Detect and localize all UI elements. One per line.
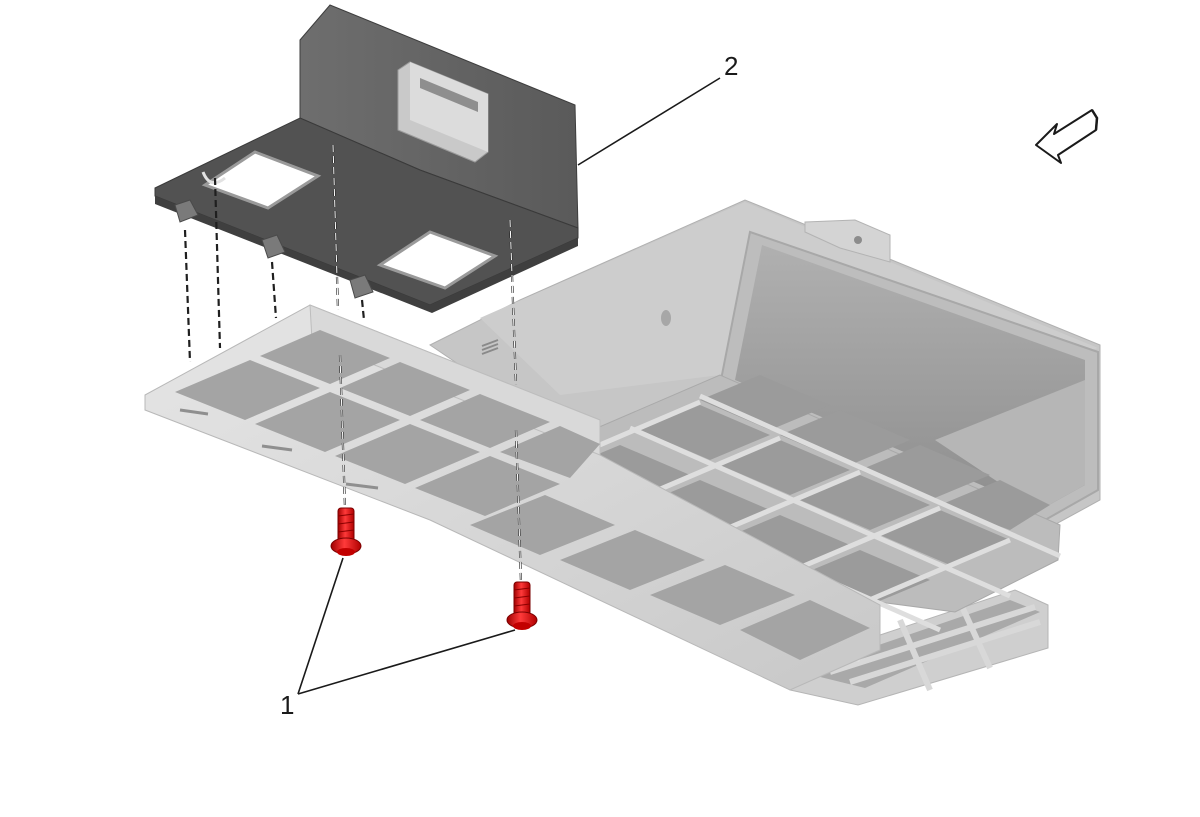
front-direction-arrow-icon [1035, 109, 1099, 164]
bin-mounting-tab [804, 219, 891, 263]
bracket-cutout-right [376, 230, 499, 290]
alignment-lines [183, 144, 523, 583]
screw-fastener [506, 581, 538, 630]
front-shelf-cells [175, 330, 870, 660]
callout-label-2: 2 [724, 51, 738, 81]
callout-fastener: 1 [280, 557, 516, 720]
callout-bracket: 2 [577, 51, 738, 166]
base-tray-assembly [144, 199, 1101, 706]
connector-pocket [397, 61, 489, 163]
bracket-part [154, 4, 579, 313]
bracket-clips [174, 199, 374, 299]
callout-label-1: 1 [280, 690, 294, 720]
bracket-cutout-left [201, 150, 322, 210]
screw-fastener [330, 507, 362, 556]
front-edge-slots [179, 408, 379, 490]
